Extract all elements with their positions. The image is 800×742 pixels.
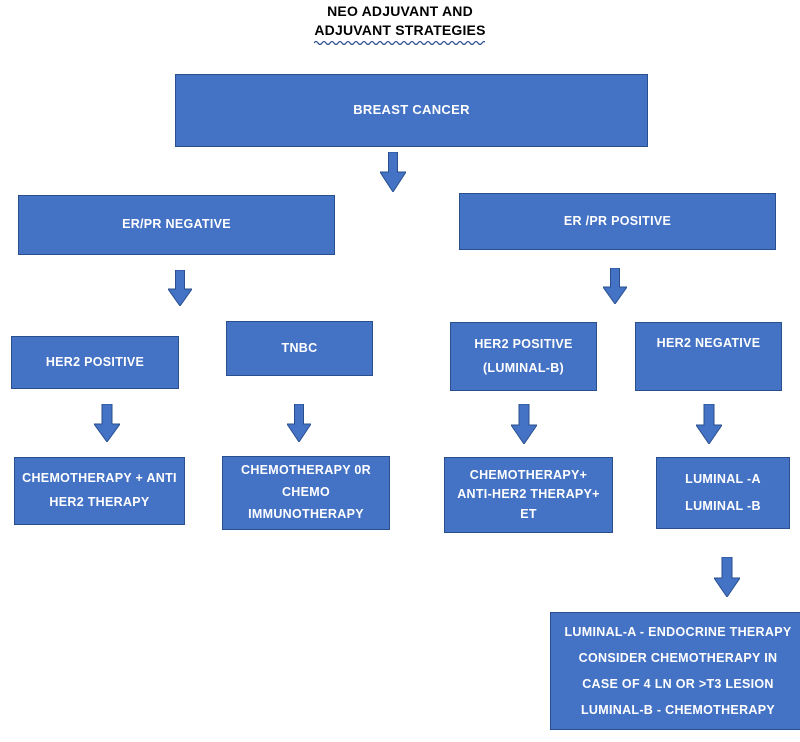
node-luminal-a-b-line-1: LUMINAL -A xyxy=(685,471,761,486)
title-text-line-2: ADJUVANT STRATEGIES xyxy=(314,22,486,38)
arrow-luminalb-to-therapy xyxy=(511,404,537,444)
node-chemo-anti-her2-line-2: HER2 THERAPY xyxy=(49,495,150,509)
node-chemo-anti-her2-et[interactable]: CHEMOTHERAPY+ ANTI-HER2 THERAPY+ ET xyxy=(444,457,613,533)
node-luminal-detail[interactable]: LUMINAL-A - ENDOCRINE THERAPY CONSIDER C… xyxy=(550,612,800,730)
node-chemo-anti-her2[interactable]: CHEMOTHERAPY + ANTI HER2 THERAPY xyxy=(14,457,185,525)
node-luminal-a-b-line-2: LUMINAL -B xyxy=(685,499,761,513)
node-breast-cancer[interactable]: BREAST CANCER xyxy=(175,74,648,147)
node-luminal-detail-line-4: LUMINAL-B - CHEMOTHERAPY xyxy=(581,702,775,717)
node-chemo-anti-her2-et-line-2: ANTI-HER2 THERAPY+ xyxy=(457,487,600,502)
arrow-luminal-to-detail xyxy=(714,557,740,597)
node-er-pr-positive[interactable]: ER /PR POSITIVE xyxy=(459,193,776,250)
arrow-neg-to-subtypes xyxy=(168,270,192,306)
node-her2-positive-luminal-b-line-2: (LUMINAL-B) xyxy=(482,360,565,375)
node-chemo-anti-her2-line-1: CHEMOTHERAPY + ANTI xyxy=(22,471,177,486)
node-er-pr-positive-line-1: ER /PR POSITIVE xyxy=(563,213,672,228)
arrow-pos-to-subtypes xyxy=(603,268,627,304)
node-her2-positive[interactable]: HER2 POSITIVE xyxy=(11,336,179,389)
node-chemo-anti-her2-et-line-1: CHEMOTHERAPY+ xyxy=(469,467,588,482)
node-her2-positive-line-1: HER2 POSITIVE xyxy=(45,354,145,369)
node-chemo-or-chemoimmuno-line-2: CHEMO xyxy=(281,485,331,500)
node-luminal-detail-line-1: LUMINAL-A - ENDOCRINE THERAPY xyxy=(564,624,792,639)
node-er-pr-negative-line-1: ER/PR NEGATIVE xyxy=(122,217,231,232)
node-her2-negative-line-1: HER2 NEGATIVE xyxy=(656,336,761,350)
node-chemo-or-chemoimmuno-line-3: IMMUNOTHERAPY xyxy=(248,506,364,521)
title-text-line-1: NEO ADJUVANT AND xyxy=(327,3,473,19)
node-er-pr-negative[interactable]: ER/PR NEGATIVE xyxy=(18,195,335,255)
node-breast-cancer-line-1: BREAST CANCER xyxy=(353,102,470,118)
arrow-tnbc-to-therapy xyxy=(287,404,311,442)
node-tnbc-line-1: TNBC xyxy=(281,340,318,355)
arrow-her2neg-to-luminal xyxy=(696,404,722,444)
title-underline-wrapper: ADJUVANT STRATEGIES xyxy=(314,21,486,45)
node-her2-positive-luminal-b[interactable]: HER2 POSITIVE (LUMINAL-B) xyxy=(450,322,597,391)
node-chemo-anti-her2-et-line-3: ET xyxy=(520,506,537,521)
node-luminal-detail-line-3: CASE OF 4 LN OR >T3 LESION xyxy=(582,676,774,691)
node-luminal-detail-line-2: CONSIDER CHEMOTHERAPY IN xyxy=(578,650,778,665)
node-tnbc[interactable]: TNBC xyxy=(226,321,373,376)
diagram-title-line-1: NEO ADJUVANT AND xyxy=(0,2,800,21)
arrow-her2pos-to-therapy xyxy=(94,404,120,442)
node-her2-positive-luminal-b-line-1: HER2 POSITIVE xyxy=(474,336,573,351)
node-her2-negative[interactable]: HER2 NEGATIVE xyxy=(635,322,782,391)
diagram-title-line-2: ADJUVANT STRATEGIES xyxy=(0,21,800,45)
arrow-root-to-split xyxy=(380,152,406,192)
node-chemo-or-chemoimmuno-line-1: CHEMOTHERAPY 0R xyxy=(241,463,371,478)
node-luminal-a-b[interactable]: LUMINAL -A LUMINAL -B xyxy=(656,457,790,529)
spellcheck-squiggle-icon xyxy=(314,40,486,45)
node-chemo-or-chemoimmuno[interactable]: CHEMOTHERAPY 0R CHEMO IMMUNOTHERAPY xyxy=(222,456,390,530)
